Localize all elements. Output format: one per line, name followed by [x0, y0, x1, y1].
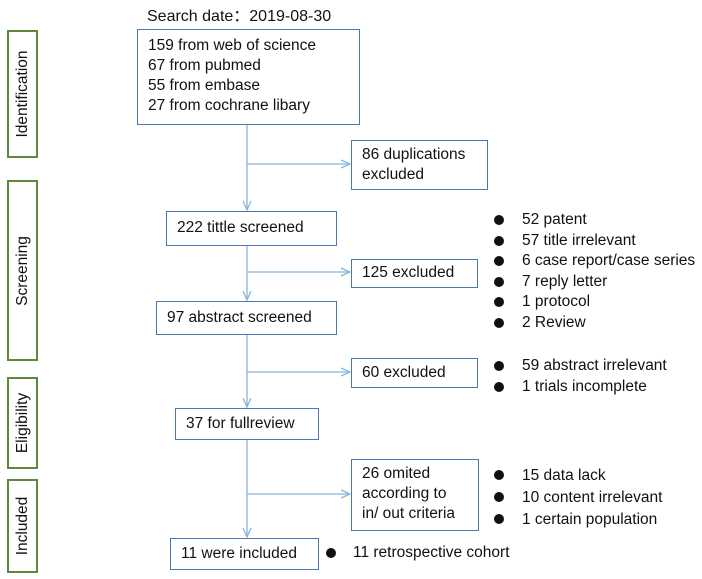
bullet-icon — [494, 297, 504, 308]
source-web-of-science: 159 from web of science — [148, 37, 317, 54]
stage-included-label: Included — [13, 496, 31, 556]
stage-included: Included — [7, 479, 38, 573]
bullet-icon — [494, 317, 504, 328]
bullet-icon — [494, 256, 504, 267]
reason-item: 15 data lack — [494, 465, 662, 487]
bullet-icon — [494, 276, 504, 287]
bullet-icon — [494, 470, 504, 480]
included-details: 11 retrospective cohort — [326, 543, 510, 564]
full-review-box: 37 for fullreview — [175, 408, 319, 440]
included-box: 11 were included — [170, 538, 319, 570]
reason-item: 59 abstract irrelevant — [494, 356, 667, 377]
search-date-label: Search date：2019-08-30 — [147, 8, 332, 25]
bullet-icon — [494, 235, 504, 246]
abstract-screened-box: 97 abstract screened — [156, 301, 337, 335]
bullet-icon — [494, 492, 504, 502]
fulltext-exclusion-reasons: 15 data lack 10 content irrelevant 1 cer… — [494, 465, 662, 531]
reason-item: 10 content irrelevant — [494, 487, 662, 509]
abstract-excluded-box: 60 excluded — [351, 358, 478, 388]
stage-identification: Identification — [7, 30, 38, 158]
source-embase: 55 from embase — [148, 77, 260, 94]
source-pubmed: 67 from pubmed — [148, 57, 261, 74]
bullet-icon — [494, 361, 504, 371]
abstract-exclusion-reasons: 59 abstract irrelevant 1 trials incomple… — [494, 356, 667, 397]
stage-identification-label: Identification — [13, 50, 31, 138]
reason-item: 1 certain population — [494, 509, 662, 531]
title-screened-box: 222 tittle screened — [166, 211, 337, 246]
reason-item: 11 retrospective cohort — [326, 543, 510, 564]
reason-item: 1 trials incomplete — [494, 377, 667, 398]
reason-item: 6 case report/case series — [494, 251, 695, 272]
bullet-icon — [494, 381, 504, 392]
reason-item: 1 protocol — [494, 292, 695, 313]
fulltext-excluded-box: 26 omited according to in/ out criteria — [351, 459, 479, 531]
stage-eligibility: Eligibility — [7, 377, 38, 469]
stage-screening-label: Screening — [13, 235, 31, 306]
reason-item: 7 reply letter — [494, 272, 695, 293]
title-excluded-box: 125 excluded — [351, 259, 478, 288]
title-exclusion-reasons: 52 patent 57 title irrelevant 6 case rep… — [494, 210, 695, 334]
identification-sources-box: 159 from web of science 67 from pubmed 5… — [137, 29, 360, 125]
bullet-icon — [494, 215, 504, 225]
bullet-icon — [326, 548, 336, 558]
reason-item: 57 title irrelevant — [494, 231, 695, 252]
bullet-icon — [494, 514, 504, 524]
reason-item: 2 Review — [494, 313, 695, 334]
reason-item: 52 patent — [494, 210, 695, 231]
source-cochrane: 27 from cochrane libary — [148, 97, 310, 114]
stage-eligibility-label: Eligibility — [13, 392, 31, 454]
stage-screening: Screening — [7, 180, 38, 361]
duplications-excluded-box: 86 duplications excluded — [351, 140, 488, 190]
